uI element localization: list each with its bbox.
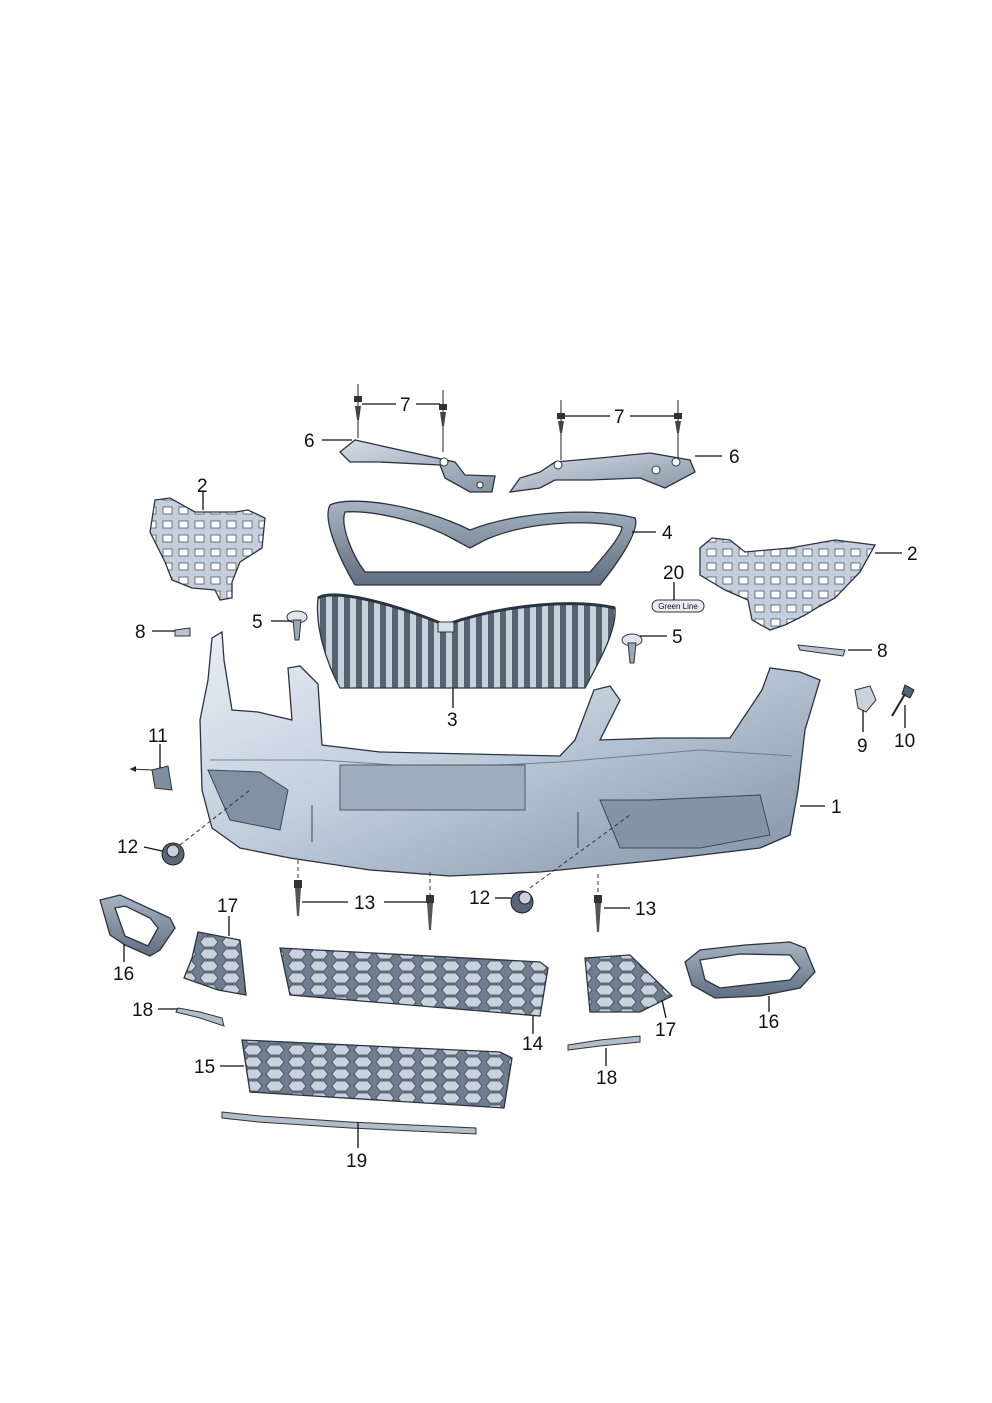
label-2-left: 2: [197, 476, 208, 497]
green-line-badge: Green Line: [651, 599, 705, 613]
label-16-left: 16: [113, 964, 134, 985]
trim-18-left: [175, 1007, 225, 1027]
nut-12-left: [161, 842, 185, 866]
bolt-7-c: [557, 400, 565, 460]
grille: [316, 593, 616, 689]
label-12-left: 12: [117, 837, 138, 858]
screw-5-left: [286, 610, 308, 641]
label-6-right: 6: [729, 447, 740, 468]
label-17-left: 17: [217, 896, 238, 917]
side-grille-left: [183, 931, 247, 996]
bracket-right-top: [508, 452, 696, 493]
label-13-left: 13: [354, 893, 375, 914]
label-12-right: 12: [469, 888, 490, 909]
clip-8-right: [797, 644, 846, 657]
label-9: 9: [857, 736, 868, 757]
cover-11: [129, 765, 173, 791]
label-8-right: 8: [877, 641, 888, 662]
side-grille-right: [584, 954, 674, 1013]
label-11: 11: [148, 726, 168, 747]
bumper-cover: [199, 630, 821, 877]
label-7-right: 7: [614, 407, 625, 428]
center-lower-grille: [279, 947, 549, 1017]
bracket-left-top: [339, 439, 496, 493]
label-14: 14: [522, 1034, 544, 1055]
label-16-right: 16: [758, 1012, 779, 1033]
fastener-9: [854, 685, 877, 713]
label-5-right: 5: [672, 627, 683, 648]
label-19: 19: [346, 1151, 367, 1172]
grille-frame: [327, 500, 637, 586]
fog-frame-right: [684, 941, 816, 999]
clip-8-left: [174, 627, 191, 637]
label-18-right: 18: [596, 1068, 617, 1089]
label-4: 4: [662, 523, 673, 544]
lower-grille: [241, 1039, 513, 1109]
label-5-left: 5: [252, 612, 263, 633]
label-7-left: 7: [400, 395, 411, 416]
leader-lines: [123, 403, 906, 1148]
label-17-right: 17: [655, 1020, 676, 1041]
screw-13-c: [594, 895, 602, 932]
label-3: 3: [447, 710, 458, 731]
rivet-10: [891, 684, 915, 717]
label-8-left: 8: [135, 622, 146, 643]
label-20: 20: [663, 563, 684, 584]
label-18-left: 18: [132, 1000, 153, 1021]
bolt-7-b: [439, 390, 447, 452]
lower-strip: [221, 1111, 477, 1135]
label-2-right: 2: [907, 544, 918, 565]
label-10: 10: [894, 731, 915, 752]
label-6-left: 6: [304, 431, 315, 452]
fog-frame-left: [99, 894, 176, 957]
bracket-left-side: [149, 497, 266, 601]
screw-13-b: [426, 895, 434, 930]
badge-text: Green Line: [658, 602, 698, 611]
bracket-right-side: [699, 537, 877, 631]
label-1: 1: [831, 797, 842, 818]
callout-labels: 1 2 2 3 4 5 5 6 6 7 7 8 8 9 10 11 12 12 …: [113, 395, 918, 1172]
bolt-7-a: [354, 384, 362, 438]
nut-12-right: [510, 890, 534, 914]
screw-13-a: [294, 880, 302, 916]
screw-5-right: [621, 633, 643, 664]
label-15: 15: [194, 1057, 215, 1078]
label-13-right: 13: [635, 899, 656, 920]
trim-18-right: [567, 1035, 641, 1051]
bolt-7-d: [674, 400, 682, 458]
